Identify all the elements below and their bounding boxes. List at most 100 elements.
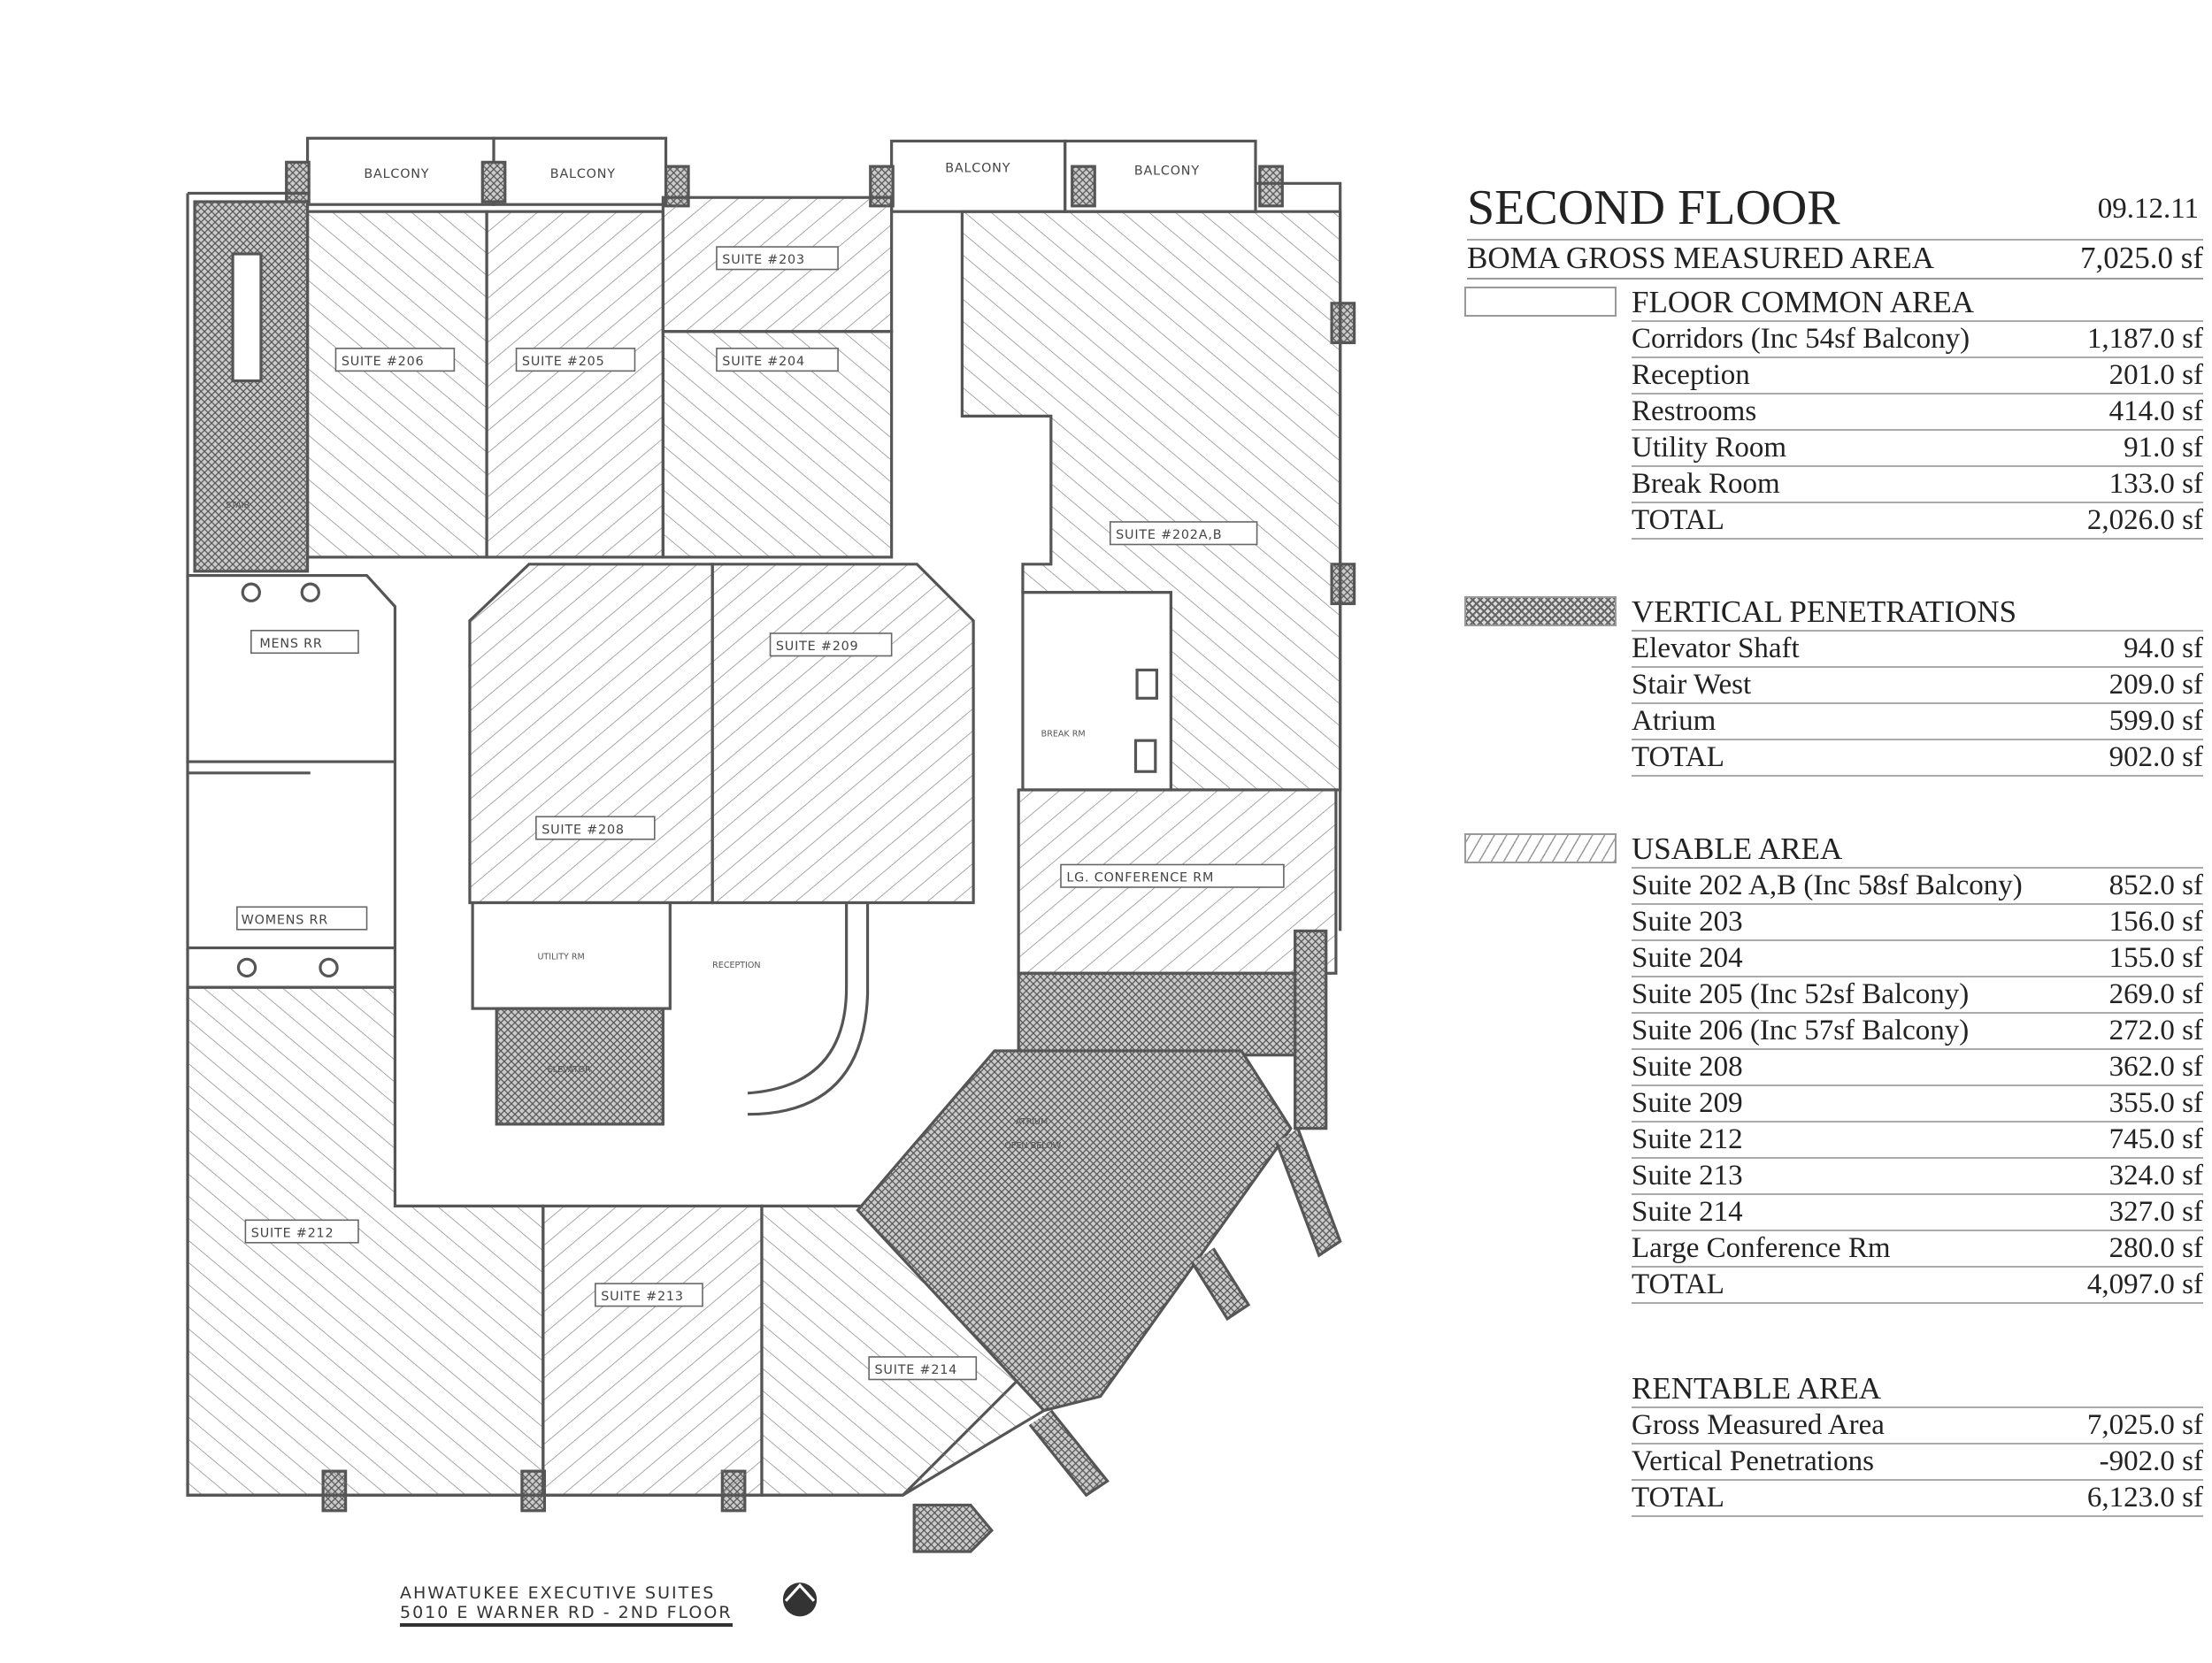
label-suite-212: SUITE #212	[251, 1226, 334, 1240]
row-value: 1,187.0 sf	[2086, 323, 2203, 355]
table-row: TOTAL 902.0 sf	[1632, 740, 2203, 777]
label-suite-203: SUITE #203	[722, 253, 805, 267]
row-value: 852.0 sf	[2108, 870, 2203, 901]
row-label: Elevator Shaft	[1632, 632, 1800, 664]
label-suite-213: SUITE #213	[601, 1290, 684, 1304]
table-row: Utility Room 91.0 sf	[1632, 431, 2203, 467]
row-label: Stair West	[1632, 669, 1752, 701]
row-label: Suite 205 (Inc 52sf Balcony)	[1632, 978, 1970, 1010]
row-value: 4,097.0 sf	[2086, 1268, 2203, 1300]
label-atrium: ATRIUM	[1016, 1117, 1048, 1127]
date: 09.12.11	[2097, 193, 2199, 225]
suite-213	[541, 1204, 764, 1497]
label-suite-202ab: SUITE #202A,B	[1116, 528, 1222, 542]
table-row: Gross Measured Area 7,025.0 sf	[1632, 1408, 2203, 1445]
row-value: 272.0 sf	[2108, 1015, 2203, 1046]
row-label: Suite 206 (Inc 57sf Balcony)	[1632, 1015, 1970, 1046]
table-row: Suite 209 355.0 sf	[1632, 1086, 2203, 1123]
row-value: 7,025.0 sf	[2086, 1409, 2203, 1441]
mens-restroom	[186, 573, 397, 763]
row-label: Restrooms	[1632, 395, 1757, 427]
row-value: 902.0 sf	[2108, 741, 2203, 773]
label-elevator: ELEVATOR	[548, 1065, 591, 1075]
row-value: -902.0 sf	[2099, 1445, 2203, 1477]
row-value: 355.0 sf	[2108, 1087, 2203, 1119]
row-value: 269.0 sf	[2108, 978, 2203, 1010]
womens-restroom	[186, 760, 397, 989]
row-label: Break Room	[1632, 468, 1780, 500]
label-mens-rr: MENS RR	[259, 637, 322, 651]
suite-208	[468, 563, 714, 905]
row-label: Reception	[1632, 359, 1750, 391]
label-break-rm: BREAK RM	[1041, 729, 1086, 739]
label-balcony: BALCONY	[945, 162, 1010, 176]
row-value: 280.0 sf	[2108, 1232, 2203, 1264]
page-title: SECOND FLOOR	[1467, 180, 1840, 235]
usable-block: USABLE AREA Suite 202 A,B (Inc 58sf Balc…	[1632, 832, 2203, 1304]
suite-209	[710, 563, 975, 905]
row-label: TOTAL	[1632, 1482, 1724, 1514]
row-label: Utility Room	[1632, 432, 1787, 464]
row-label: Large Conference Rm	[1632, 1232, 1891, 1264]
atrium	[856, 1049, 1293, 1413]
suite-205	[485, 210, 664, 559]
break-room	[1021, 591, 1172, 792]
row-value: 362.0 sf	[2108, 1051, 2203, 1083]
legend-swatch-vertical	[1464, 596, 1617, 626]
table-row: Restrooms 414.0 sf	[1632, 395, 2203, 431]
balcony	[890, 139, 1067, 213]
label-suite-208: SUITE #208	[541, 823, 625, 837]
row-label: Suite 204	[1632, 942, 1743, 974]
row-label: Suite 213	[1632, 1160, 1743, 1192]
row-label: Gross Measured Area	[1632, 1409, 1885, 1441]
table-row: Vertical Penetrations -902.0 sf	[1632, 1445, 2203, 1481]
row-value: 414.0 sf	[2108, 395, 2203, 427]
row-label: Atrium	[1632, 705, 1717, 737]
table-row: Large Conference Rm 280.0 sf	[1632, 1231, 2203, 1268]
label-womens-rr: WOMENS RR	[242, 913, 328, 927]
north-arrow-icon	[782, 1583, 818, 1617]
table-row: Suite 202 A,B (Inc 58sf Balcony)852.0 sf	[1632, 869, 2203, 905]
rentable-block: RENTABLE AREA Gross Measured Area 7,025.0…	[1632, 1371, 2203, 1517]
caption-building-name: AHWATUKEE EXECUTIVE SUITES	[400, 1583, 716, 1603]
section-header: VERTICAL PENETRATIONS	[1632, 594, 2203, 632]
label-lg-conference-rm: LG. CONFERENCE RM	[1066, 871, 1214, 885]
row-label: Suite 203	[1632, 906, 1743, 938]
section-header: RENTABLE AREA	[1632, 1371, 2203, 1408]
row-value: 324.0 sf	[2108, 1160, 2203, 1192]
row-label: Suite 208	[1632, 1051, 1743, 1083]
elevator-shaft	[495, 1007, 664, 1126]
suite-212	[186, 985, 545, 1497]
label-balcony: BALCONY	[550, 167, 616, 181]
row-value: 91.0 sf	[2124, 432, 2203, 464]
label-balcony: BALCONY	[1134, 165, 1200, 179]
row-label: TOTAL	[1632, 741, 1724, 773]
label-suite-214: SUITE #214	[875, 1363, 958, 1377]
boma-value: 7,025.0 sf	[2079, 241, 2203, 275]
table-row: Corridors (Inc 54sf Balcony)1,187.0 sf	[1632, 322, 2203, 358]
row-label: Vertical Penetrations	[1632, 1445, 1874, 1477]
suite-214	[760, 1204, 1047, 1497]
row-value: 327.0 sf	[2108, 1196, 2203, 1228]
legend-swatch-usable	[1464, 833, 1617, 863]
table-row: Suite 213 324.0 sf	[1632, 1159, 2203, 1195]
label-utility-rm: UTILITY RM	[537, 952, 584, 962]
label-balcony: BALCONY	[364, 167, 429, 181]
balcony	[1064, 139, 1257, 213]
row-label: Suite 209	[1632, 1087, 1743, 1119]
table-row: Suite 203 156.0 sf	[1632, 905, 2203, 941]
table-row: Suite 206 (Inc 57sf Balcony) 272.0 sf	[1632, 1014, 2203, 1050]
boma-label: BOMA GROSS MEASURED AREA	[1467, 241, 1935, 275]
row-value: 133.0 sf	[2108, 468, 2203, 500]
row-value: 156.0 sf	[2108, 906, 2203, 938]
section-header: FLOOR COMMON AREA	[1632, 285, 2203, 322]
balcony	[492, 136, 668, 206]
